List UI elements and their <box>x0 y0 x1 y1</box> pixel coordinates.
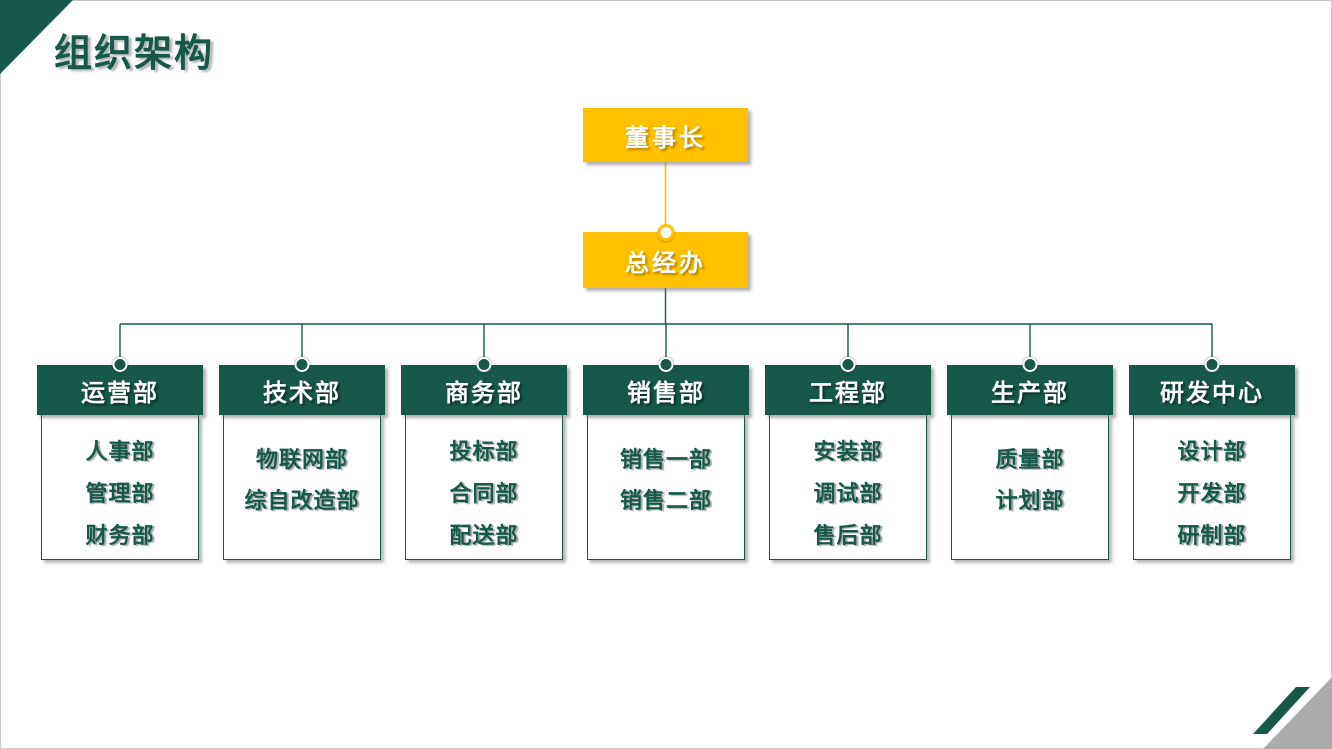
connector-dot <box>658 357 674 372</box>
connector-dot <box>1022 357 1038 372</box>
dept-sub-list: 安装部调试部售后部 <box>769 415 927 560</box>
dept-sub-item: 财务部 <box>85 523 155 548</box>
connector-dot <box>1204 357 1220 372</box>
dept-box: 销售部销售一部销售二部 <box>583 357 749 563</box>
dept-sub-item: 合同部 <box>449 481 519 506</box>
dept-sub-item: 销售一部 <box>619 447 712 472</box>
dept-sub-item: 销售二部 <box>619 488 712 513</box>
dept-sub-item: 人事部 <box>85 439 155 464</box>
dept-name: 工程部 <box>809 380 887 407</box>
dept-header: 研发中心 <box>1129 357 1295 415</box>
dept-box: 技术部物联网部综自改造部 <box>219 357 385 563</box>
dept-sub-item: 开发部 <box>1177 481 1247 506</box>
corner-triangle-top-left <box>0 0 73 74</box>
dept-header: 销售部 <box>583 357 749 415</box>
dept-sub-item: 计划部 <box>995 488 1065 513</box>
dept-box: 商务部投标部合同部配送部 <box>401 357 567 563</box>
connector-dot <box>840 357 856 372</box>
dept-sub-item: 质量部 <box>995 447 1065 472</box>
dept-sub-item: 安装部 <box>813 439 883 464</box>
dept-name: 生产部 <box>991 380 1069 407</box>
connector-dot <box>657 224 674 241</box>
dept-name: 技术部 <box>263 380 341 407</box>
page-title: 组织架构 <box>54 33 215 75</box>
dept-header: 商务部 <box>401 357 567 415</box>
dept-sub-item: 调试部 <box>813 481 883 506</box>
dept-box: 研发中心设计部开发部研制部 <box>1129 357 1295 563</box>
dept-header: 运营部 <box>37 357 203 415</box>
connector-dot <box>294 357 310 372</box>
general-manager-office-box: 总经办 <box>583 224 748 288</box>
dept-box: 运营部人事部管理部财务部 <box>37 357 203 563</box>
general-manager-office-label: 总经办 <box>625 250 706 277</box>
dept-name: 商务部 <box>445 380 523 407</box>
dept-sub-list: 物联网部综自改造部 <box>223 415 381 560</box>
connector-dot <box>476 357 492 372</box>
dept-sub-list: 投标部合同部配送部 <box>405 415 563 560</box>
dept-sub-item: 研制部 <box>1177 523 1247 548</box>
chairman-box: 董事长 <box>583 108 748 162</box>
dept-sub-list: 质量部计划部 <box>951 415 1109 560</box>
dept-name: 研发中心 <box>1160 380 1264 407</box>
dept-header: 工程部 <box>765 357 931 415</box>
connector-dot <box>112 357 128 372</box>
dept-sub-item: 综自改造部 <box>244 488 360 513</box>
dept-name: 运营部 <box>81 380 159 407</box>
dept-header: 生产部 <box>947 357 1113 415</box>
dept-sub-item: 售后部 <box>813 523 883 548</box>
dept-sub-item: 设计部 <box>1177 439 1247 464</box>
dept-sub-item: 投标部 <box>449 439 519 464</box>
dept-box: 生产部质量部计划部 <box>947 357 1113 563</box>
dept-sub-list: 设计部开发部研制部 <box>1133 415 1291 560</box>
dept-header: 技术部 <box>219 357 385 415</box>
dept-sub-item: 配送部 <box>449 523 519 548</box>
dept-sub-item: 物联网部 <box>255 447 348 472</box>
dept-sub-list: 销售一部销售二部 <box>587 415 745 560</box>
chairman-label: 董事长 <box>625 125 706 152</box>
dept-box: 工程部安装部调试部售后部 <box>765 357 931 563</box>
dept-sub-list: 人事部管理部财务部 <box>41 415 199 560</box>
corner-decoration-bottom-right <box>1253 677 1332 749</box>
dept-sub-item: 管理部 <box>85 481 155 506</box>
dept-name: 销售部 <box>627 380 705 407</box>
